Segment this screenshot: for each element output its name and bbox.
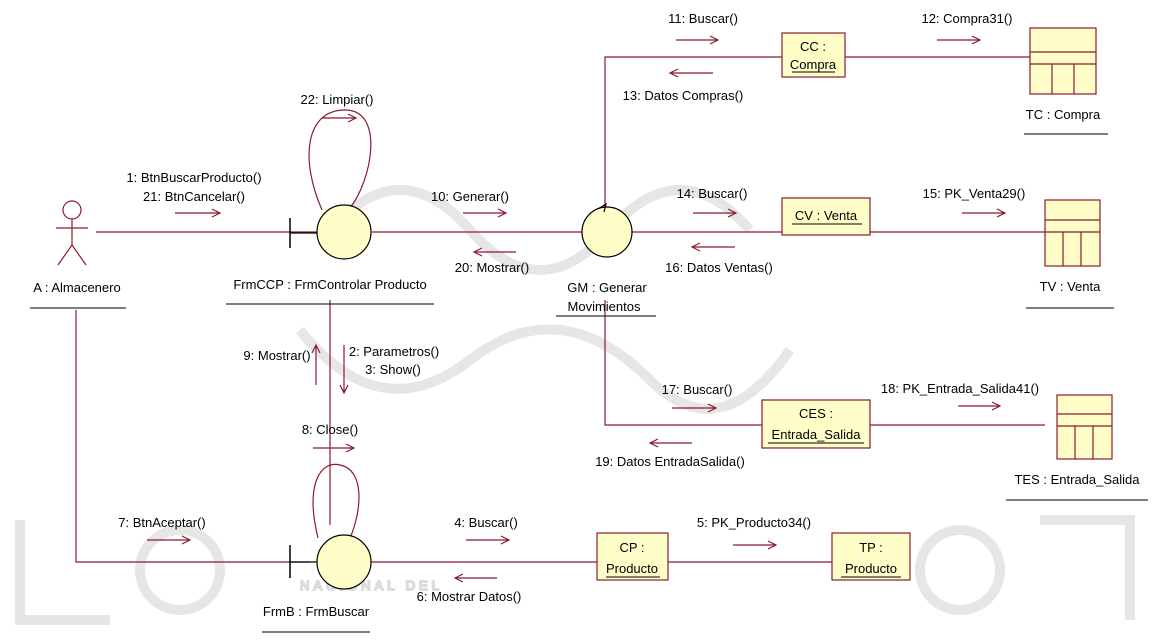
msg-m2: 2: Parametros() [349,344,439,359]
table-tes[interactable]: TES : Entrada_Salida [1006,395,1148,500]
self-link-frmccp [309,110,371,210]
watermark-curve [330,190,750,270]
cc-line1: CC : [800,39,826,54]
msg-m12: 12: Compra31() [921,11,1012,26]
gm-label-line2: Movimientos [568,299,641,314]
actor-head [63,201,81,219]
arrow-m15 [962,209,1005,217]
cc-line2: Compra [790,57,837,72]
arrow-m19 [650,439,692,447]
msg-m22: 22: Limpiar() [301,92,374,107]
msg-m7: 7: BtnAceptar() [118,515,205,530]
arrow-m8 [313,444,354,452]
msg-m10: 10: Generar() [431,189,509,204]
tc-label: TC : Compra [1026,107,1101,122]
tes-label: TES : Entrada_Salida [1014,472,1140,487]
object-ces[interactable]: CES : Entrada_Salida [762,400,870,448]
arrow-m6 [455,574,497,582]
msg-m1: 1: BtnBuscarProducto() [126,170,261,185]
msg-m18: 18: PK_Entrada_Salida41() [881,381,1039,396]
frmb-label: FrmB : FrmBuscar [263,604,370,619]
frmccp-label: FrmCCP : FrmControlar Producto [233,277,426,292]
tp-line1: TP : [859,540,883,555]
msg-m21: 21: BtnCancelar() [143,189,245,204]
object-cp[interactable]: CP : Producto [597,533,668,580]
arrow-m14 [693,209,736,217]
arrow-m16 [692,243,735,251]
arrow-m10 [463,209,506,217]
arrow-m4 [466,536,509,544]
watermark-ring [920,530,1000,610]
ces-line1: CES : [799,406,833,421]
actor-leg-right [72,245,86,265]
table-tv[interactable]: TV : Venta [1026,200,1114,308]
actor-leg-left [58,245,72,265]
msg-m9: 9: Mostrar() [243,348,310,363]
actor-label: A : Almacenero [33,280,120,295]
self-link-frmb [313,464,359,538]
tv-table-body [1045,200,1100,266]
actor-almacenero[interactable]: A : Almacenero [30,201,126,308]
arrow-m1 [175,209,220,217]
object-cv[interactable]: CV : Venta [782,198,870,235]
ces-line2: Entrada_Salida [772,427,862,442]
cp-line2: Producto [606,561,658,576]
arrow-m12 [937,36,980,44]
control-circle [582,207,632,257]
boundary-circle [317,535,371,589]
cv-line1: CV : Venta [795,208,858,223]
msg-m17: 17: Buscar() [662,382,733,397]
msg-m19: 19: Datos EntradaSalida() [595,454,745,469]
gm-label-line1: GM : Generar [567,280,647,295]
msg-m20: 20: Mostrar() [455,260,529,275]
table-tc[interactable]: TC : Compra [1024,28,1108,134]
tv-label: TV : Venta [1040,279,1101,294]
boundary-circle [317,205,371,259]
arrow-m9 [312,345,320,385]
msg-m3: 3: Show() [365,362,421,377]
msg-m14: 14: Buscar() [677,186,748,201]
msg-m16: 16: Datos Ventas() [665,260,773,275]
arrow-m18 [958,402,1000,410]
tes-table-body [1057,395,1112,459]
msg-m15: 15: PK_Venta29() [923,186,1026,201]
msg-m6: 6: Mostrar Datos() [417,589,522,604]
watermark: NACIONAL DEL [20,190,1130,620]
msg-m8: 8: Close() [302,422,358,437]
arrow-m22 [322,114,356,122]
links [76,57,1045,562]
boundary-frmccp[interactable]: FrmCCP : FrmControlar Producto [226,205,434,304]
object-tp[interactable]: TP : Producto [832,533,910,580]
arrow-m13 [670,69,713,77]
msg-m13: 13: Datos Compras() [623,88,744,103]
tp-line2: Producto [845,561,897,576]
tc-table-body [1030,28,1096,94]
msg-m4: 4: Buscar() [454,515,518,530]
watermark-ring [140,530,220,610]
arrow-m11 [676,36,718,44]
object-cc[interactable]: CC : Compra [782,33,845,77]
msg-m5: 5: PK_Producto34() [697,515,811,530]
cp-line1: CP : [619,540,644,555]
msg-m11: 11: Buscar() [668,11,738,26]
arrow-m5 [733,541,776,549]
